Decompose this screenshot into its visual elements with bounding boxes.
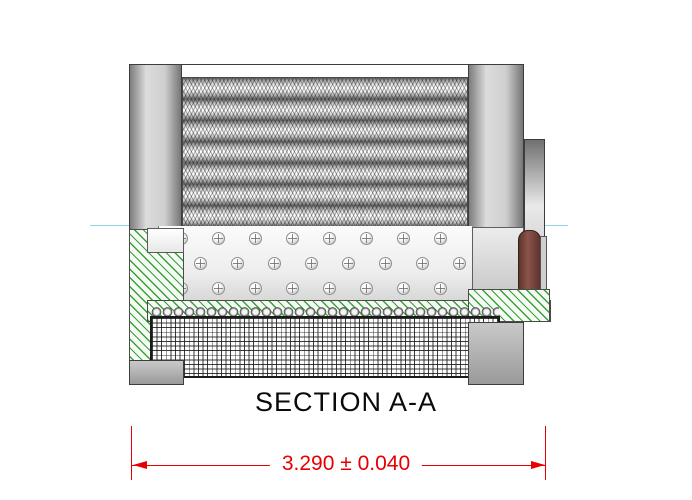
dimension-text: 3.290 ± 0.040 xyxy=(269,452,423,476)
dimension-extension-line-left xyxy=(131,426,132,480)
perforation-hole xyxy=(396,281,410,295)
perforation-hole xyxy=(285,281,299,295)
perforation-hole xyxy=(304,256,318,270)
perforation-hole xyxy=(396,231,410,245)
perforation-hole xyxy=(378,256,392,270)
perforation-hole xyxy=(248,281,262,295)
perforation-hole xyxy=(341,256,355,270)
right-hub xyxy=(472,227,524,299)
perforation-hole xyxy=(193,256,207,270)
pleat-end-bumps xyxy=(151,305,499,317)
perforation-hole xyxy=(285,231,299,245)
perforation-hole xyxy=(415,256,429,270)
perforation-hole xyxy=(248,231,262,245)
perforation-hole xyxy=(230,256,244,270)
top-outline xyxy=(182,64,468,65)
left-cap-groove xyxy=(147,228,184,253)
dimension-extension-line-right xyxy=(545,426,546,480)
perforation-hole xyxy=(211,231,225,245)
right-tip xyxy=(540,236,547,291)
left-lower-flange xyxy=(129,360,184,385)
perforation-hole xyxy=(433,281,447,295)
dimension-arrow-left xyxy=(133,461,147,469)
perforation-hole xyxy=(267,256,281,270)
perforation-hole xyxy=(359,231,373,245)
perforation-hole xyxy=(452,256,466,270)
perforation-hole xyxy=(433,231,447,245)
right-lower-flange xyxy=(468,322,524,385)
o-ring-seal xyxy=(518,230,541,297)
right-hatch-band xyxy=(468,289,550,322)
perforation-hole xyxy=(322,281,336,295)
perforation-hole xyxy=(211,281,225,295)
dimension-arrow-right xyxy=(531,461,545,469)
right-end-cap xyxy=(468,64,524,230)
pleated-filter-media xyxy=(182,77,468,226)
left-end-cap xyxy=(129,64,182,230)
perforation-hole xyxy=(359,281,373,295)
section-label: SECTION A-A xyxy=(254,387,438,417)
perforation-hole xyxy=(322,231,336,245)
outer-mesh-wrap xyxy=(150,316,500,378)
